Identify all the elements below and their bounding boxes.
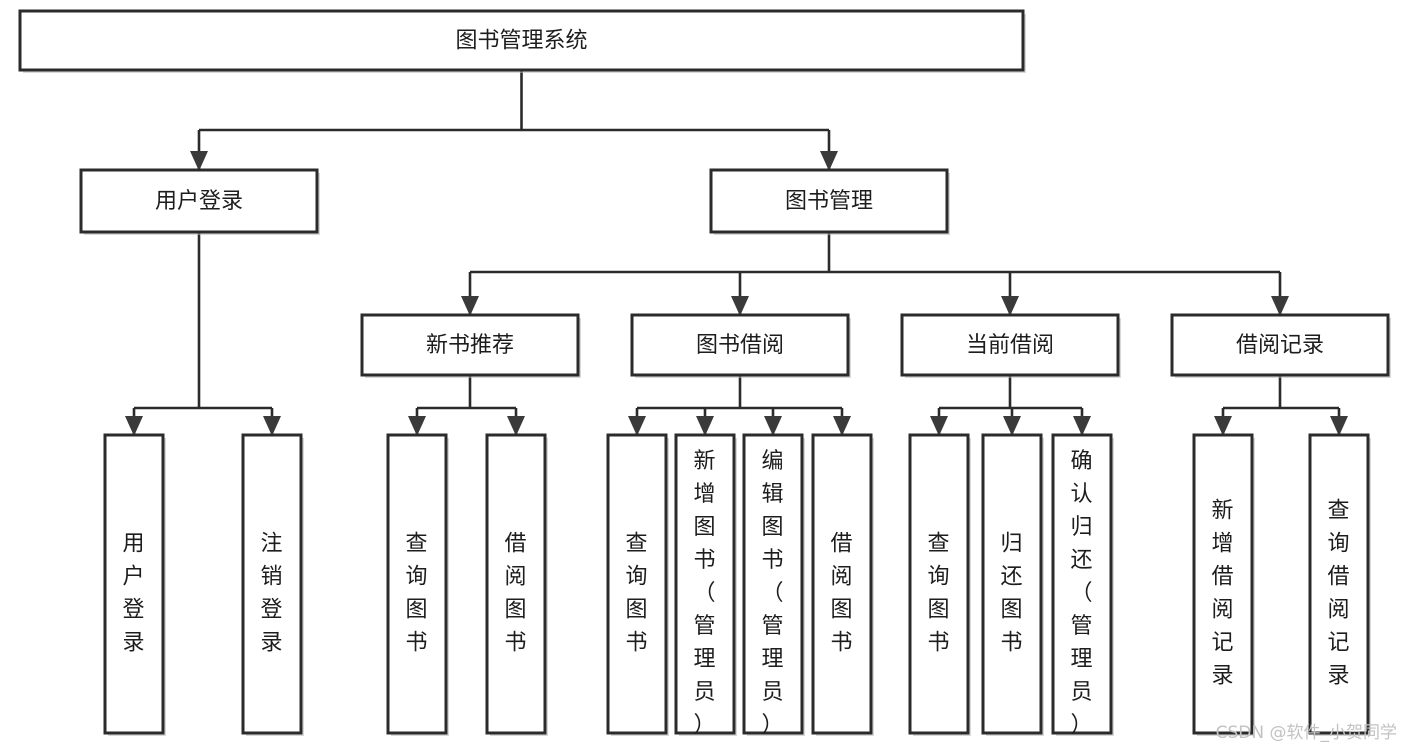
- node-box[interactable]: [606, 433, 668, 735]
- node-new-book-recommend[interactable]: 新书推荐: [360, 313, 581, 378]
- arrow-head-icon: [1073, 416, 1091, 436]
- arrow-head-icon: [125, 416, 143, 436]
- arrow-head-icon: [930, 416, 948, 436]
- node-book-borrow[interactable]: 图书借阅: [630, 313, 851, 378]
- node-box[interactable]: [981, 433, 1043, 735]
- arrow-head-icon: [1271, 296, 1289, 316]
- node-leaf-query-book-cur[interactable]: 查询图书: [908, 433, 971, 736]
- node-book-manage[interactable]: 图书管理: [709, 168, 950, 235]
- arrow-head-icon: [696, 416, 714, 436]
- node-label: 借阅记录: [1236, 333, 1324, 358]
- node-user-login[interactable]: 用户登录: [79, 168, 320, 235]
- node-label: 图书管理: [785, 189, 873, 214]
- node-leaf-borrow-book-bor[interactable]: 借阅图书: [811, 433, 874, 736]
- arrow-head-icon: [764, 416, 782, 436]
- node-label: 编辑图书（管理员）: [762, 449, 787, 737]
- arrow-head-icon: [1330, 416, 1348, 436]
- node-leaf-edit-book[interactable]: 编辑图书（管理员）: [742, 433, 805, 737]
- node-label: 用户登录: [155, 189, 243, 214]
- node-box[interactable]: [485, 433, 547, 735]
- node-leaf-add-record[interactable]: 新增借阅记录: [1192, 433, 1255, 736]
- connector-group-book-manage: [461, 232, 1289, 316]
- node-box[interactable]: [630, 313, 850, 377]
- node-box[interactable]: [1308, 433, 1370, 735]
- connector-group-new-book-recommend: [408, 375, 525, 436]
- arrow-head-icon: [1003, 416, 1021, 436]
- arrow-head-icon: [408, 416, 426, 436]
- node-leaf-return-book[interactable]: 归还图书: [981, 433, 1044, 736]
- node-current-borrow[interactable]: 当前借阅: [900, 313, 1121, 378]
- node-label: 借阅图书: [831, 532, 856, 655]
- node-box[interactable]: [79, 168, 319, 234]
- node-leaf-borrow-book-rec[interactable]: 借阅图书: [485, 433, 548, 736]
- node-label: 查询借阅记录: [1328, 499, 1353, 688]
- node-leaf-query-book-rec[interactable]: 查询图书: [386, 433, 449, 736]
- node-label: 查询图书: [928, 532, 953, 655]
- node-box[interactable]: [811, 433, 873, 735]
- node-label: 当前借阅: [966, 333, 1054, 358]
- connector-group-root: [190, 70, 838, 171]
- node-label: 图书借阅: [696, 333, 784, 358]
- arrow-head-icon: [820, 151, 838, 171]
- node-leaf-logout[interactable]: 注销登录: [241, 433, 304, 736]
- arrow-head-icon: [190, 151, 208, 171]
- node-box[interactable]: [742, 433, 804, 735]
- node-box[interactable]: [900, 313, 1120, 377]
- node-box[interactable]: [1192, 433, 1254, 735]
- node-label: 确认归还（管理员）: [1071, 449, 1096, 737]
- arrow-head-icon: [507, 416, 525, 436]
- node-box[interactable]: [18, 9, 1025, 72]
- arrow-head-icon: [833, 416, 851, 436]
- arrow-head-icon: [731, 296, 749, 316]
- node-label: 借阅图书: [505, 532, 530, 655]
- node-box[interactable]: [709, 168, 949, 234]
- node-label: 图书管理系统: [455, 29, 587, 54]
- node-leaf-user-login[interactable]: 用户登录: [103, 433, 166, 736]
- node-box[interactable]: [386, 433, 448, 735]
- node-label: 归还图书: [1001, 532, 1026, 655]
- arrow-head-icon: [263, 416, 281, 436]
- node-label: 用户登录: [123, 532, 148, 655]
- node-label: 新增借阅记录: [1212, 499, 1237, 688]
- connector-group-book-borrow: [628, 375, 851, 436]
- node-box[interactable]: [241, 433, 303, 735]
- node-label: 新增图书（管理员）: [694, 449, 719, 737]
- arrow-head-icon: [461, 296, 479, 316]
- arrow-head-icon: [628, 416, 646, 436]
- node-label: 查询图书: [406, 532, 431, 655]
- node-leaf-query-book-bor[interactable]: 查询图书: [606, 433, 669, 736]
- node-leaf-query-record[interactable]: 查询借阅记录: [1308, 433, 1371, 736]
- node-box[interactable]: [674, 433, 736, 735]
- node-label: 新书推荐: [426, 333, 514, 358]
- node-box[interactable]: [1170, 313, 1390, 377]
- node-root[interactable]: 图书管理系统: [18, 9, 1026, 73]
- node-box[interactable]: [103, 433, 165, 735]
- arrow-head-icon: [1214, 416, 1232, 436]
- node-borrow-record[interactable]: 借阅记录: [1170, 313, 1391, 378]
- connector-group-current-borrow: [930, 375, 1091, 436]
- node-leaf-add-book[interactable]: 新增图书（管理员）: [674, 433, 737, 737]
- arrow-head-icon: [1001, 296, 1019, 316]
- node-box[interactable]: [360, 313, 580, 377]
- connector-group-borrow-record: [1214, 375, 1348, 436]
- node-box[interactable]: [1051, 433, 1113, 735]
- node-box[interactable]: [908, 433, 970, 735]
- node-leaf-confirm-return[interactable]: 确认归还（管理员）: [1051, 433, 1114, 737]
- connector-group-user-login: [125, 232, 281, 436]
- node-label: 注销登录: [261, 532, 286, 655]
- node-label: 查询图书: [626, 532, 651, 655]
